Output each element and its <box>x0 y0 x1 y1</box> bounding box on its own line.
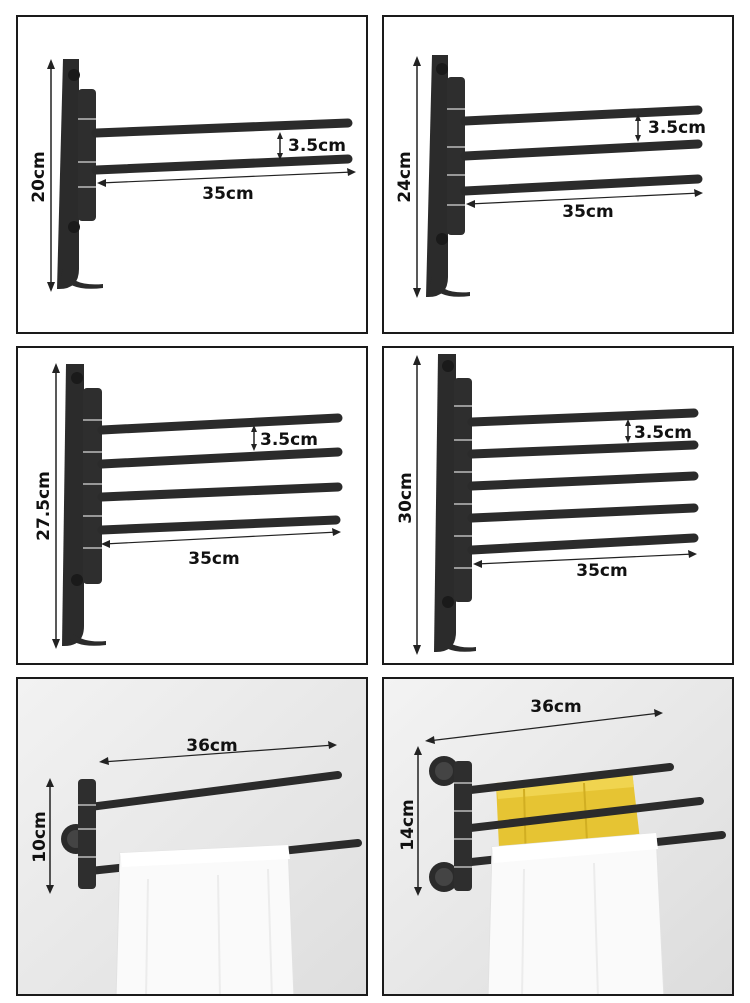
installed-photo-3-bars: 36cm 14cm <box>382 677 734 996</box>
length-label: 36cm <box>530 697 581 717</box>
length-label: 35cm <box>562 202 613 222</box>
gap-label: 3.5cm <box>634 423 692 443</box>
height-label: 24cm <box>395 151 415 202</box>
height-label: 20cm <box>29 151 49 202</box>
height-label: 14cm <box>398 799 418 850</box>
length-label: 35cm <box>576 561 627 581</box>
length-label: 36cm <box>186 736 237 756</box>
product-panel-3-bars: 24cm 3.5cm 35cm <box>382 15 734 334</box>
installed-photo-2-bars: 10cm 36cm <box>16 677 368 996</box>
height-label: 30cm <box>396 472 416 523</box>
towel-rack-3-bars-image: 24cm 3.5cm 35cm <box>395 55 706 298</box>
gap-label: 3.5cm <box>288 136 346 156</box>
installed-rack-yellow-white-towels-image: 36cm 14cm <box>384 679 732 994</box>
towel-rack-5-bars-image: 30cm 3.5cm 35cm <box>396 354 699 655</box>
product-panel-2-bars: 20cm 3.5cm 35cm <box>16 15 368 334</box>
length-label: 35cm <box>188 549 239 569</box>
installed-rack-white-towel-image: 10cm 36cm <box>18 679 366 994</box>
product-panel-4-bars: 27.5cm 3.5cm 35cm <box>16 346 368 665</box>
towel-rack-2-bars-image: 20cm 3.5cm 35cm <box>29 59 356 292</box>
length-label: 35cm <box>202 184 253 204</box>
gap-label: 3.5cm <box>648 118 706 138</box>
gap-label: 3.5cm <box>260 430 318 450</box>
product-panel-5-bars: 30cm 3.5cm 35cm <box>382 346 734 665</box>
height-label: 27.5cm <box>34 471 54 541</box>
towel-rack-4-bars-image: 27.5cm 3.5cm 35cm <box>34 363 343 649</box>
height-label: 10cm <box>30 811 50 862</box>
